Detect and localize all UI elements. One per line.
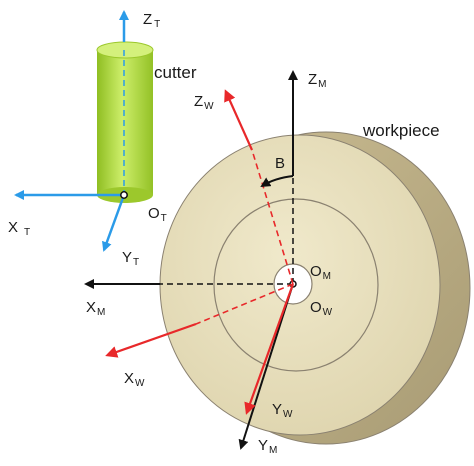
workpiece-inner-ring <box>213 198 379 372</box>
zw-label: ZW <box>194 93 214 112</box>
ot-label: OT <box>148 205 167 224</box>
yt-label: YT <box>122 249 139 268</box>
tool-coordinate-axes <box>14 10 129 252</box>
workpiece-label: workpiece <box>362 121 440 140</box>
cutter-cylinder <box>96 41 154 203</box>
workpiece-disk <box>159 131 471 445</box>
angle-b-arc <box>260 175 294 188</box>
workpiece-coordinate-axes <box>105 89 295 415</box>
yw-axis <box>244 283 295 415</box>
om-label: OM <box>310 263 331 282</box>
zw-axis <box>224 89 254 151</box>
cutter-label: cutter <box>154 63 197 82</box>
ow-label: OW <box>310 299 333 318</box>
ym-label: YM <box>258 437 277 456</box>
ot-origin <box>120 191 128 199</box>
xw-axis <box>105 322 197 358</box>
xw-label: XW <box>124 370 145 389</box>
yt-axis <box>102 194 126 252</box>
zw-axis-hidden <box>251 149 294 285</box>
xm-label: XM <box>86 299 105 318</box>
angle-b-label: B <box>275 155 285 172</box>
zm-label: ZM <box>308 71 327 90</box>
cutter-top <box>96 41 154 59</box>
yw-label: YW <box>272 401 293 420</box>
xw-axis-hidden <box>195 283 294 325</box>
